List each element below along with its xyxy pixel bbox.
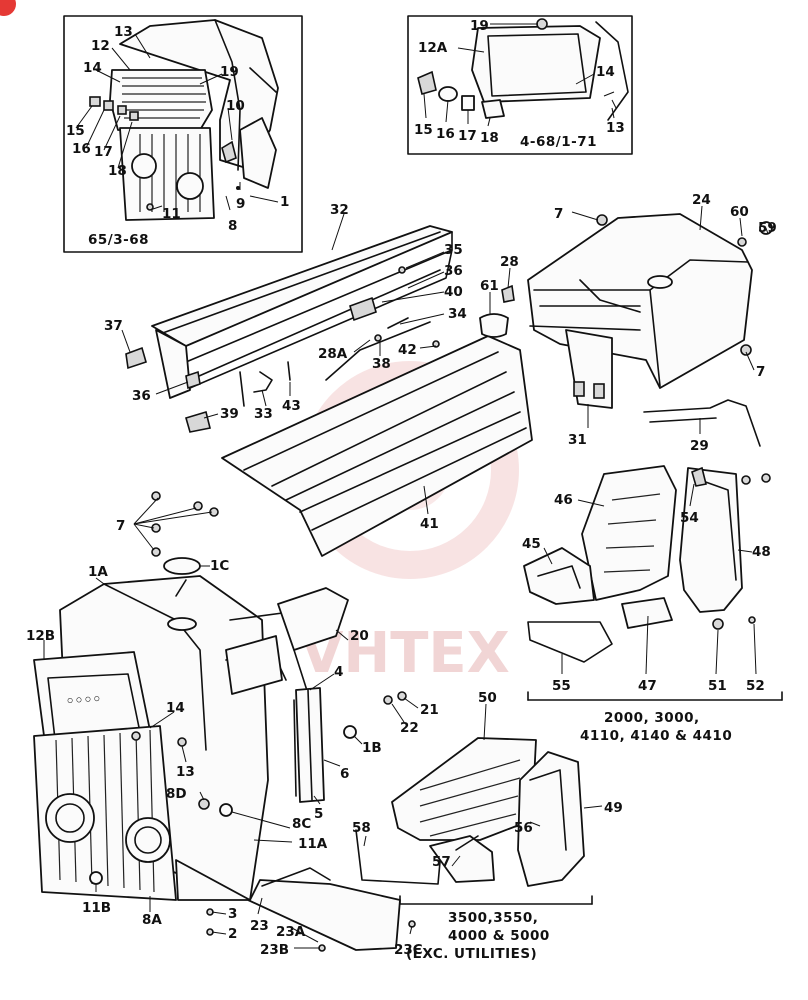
callout-14: 14 [83, 60, 102, 76]
callout-1: 1 [280, 194, 289, 210]
side-panels-3500-group: 50 58 57 56 49 3500,3550, 4000 & 5000 (E… [352, 690, 623, 962]
callout-36-left: 36 [132, 388, 151, 404]
inset-right: 19 12A 14 15 16 17 18 13 4-68/1-71 [407, 15, 633, 155]
callout-11: 11 [162, 206, 181, 222]
callout-58: 58 [352, 820, 371, 836]
callout-47: 47 [638, 678, 657, 694]
group-caption-4000: 4000 & 5000 [448, 928, 550, 944]
callout-23c: 23C [394, 942, 423, 958]
callout-19-inset: 19 [470, 18, 489, 34]
callout-14-lower: 14 [166, 700, 185, 716]
callout-46: 46 [554, 492, 573, 508]
callout-15-inset: 15 [414, 122, 433, 138]
group-caption-3500: 3500,3550, [448, 910, 538, 926]
callout-45: 45 [522, 536, 541, 552]
callout-52: 52 [746, 678, 765, 694]
callout-12b: 12B [26, 628, 55, 644]
callout-49: 49 [604, 800, 623, 816]
callout-60: 60 [730, 204, 749, 220]
callout-51: 51 [708, 678, 727, 694]
callout-17: 17 [94, 144, 113, 160]
callout-20: 20 [350, 628, 369, 644]
callout-12a: 12A [418, 40, 448, 56]
callout-28a: 28A [318, 346, 348, 362]
callout-7-tank: 7 [554, 206, 563, 222]
callout-11a: 11A [298, 836, 328, 852]
callout-1a: 1A [88, 564, 108, 580]
callout-61: 61 [480, 278, 499, 294]
side-panels-2000-group: 46 54 48 45 55 47 51 52 2000, 3000, 4110… [522, 465, 783, 744]
inset-left: 13 12 14 19 10 15 16 17 18 11 8 9 1 65/3… [63, 15, 303, 253]
callout-19: 19 [220, 64, 239, 80]
callout-22: 22 [400, 720, 419, 736]
callout-8: 8 [228, 218, 237, 234]
callout-13: 13 [114, 24, 133, 40]
callout-41: 41 [420, 516, 439, 532]
callout-31: 31 [568, 432, 587, 448]
callout-1b: 1B [362, 740, 382, 756]
callout-57: 57 [432, 854, 451, 870]
callout-39: 39 [220, 406, 239, 422]
badge-letters-icon: ◦◦◦◦ [65, 692, 102, 710]
callout-8a: 8A [142, 912, 162, 928]
inset-left-caption: 65/3-68 [88, 232, 149, 248]
callout-17-inset: 17 [458, 128, 477, 144]
callout-55: 55 [552, 678, 571, 694]
callout-5: 5 [314, 806, 323, 822]
group-caption-4110: 4110, 4140 & 4410 [580, 728, 732, 744]
callout-16: 16 [72, 141, 91, 157]
callout-35: 35 [444, 242, 463, 258]
callout-12: 12 [91, 38, 110, 54]
callout-37: 37 [104, 318, 123, 334]
fuel-tank-group: 7 24 60 59 7 31 29 61 28 [479, 192, 777, 454]
callout-42: 42 [398, 342, 417, 358]
callout-21: 21 [420, 702, 439, 718]
callout-11b: 11B [82, 900, 111, 916]
callout-14-inset: 14 [596, 64, 615, 80]
callout-18: 18 [108, 163, 127, 179]
callout-3: 3 [228, 906, 237, 922]
callout-28: 28 [500, 254, 519, 270]
callout-16-inset: 16 [436, 126, 455, 142]
callout-34: 34 [448, 306, 467, 322]
callout-15: 15 [66, 123, 85, 139]
callout-43: 43 [282, 398, 301, 414]
callout-8c: 8C [292, 816, 311, 832]
callout-32: 32 [330, 202, 349, 218]
callout-23: 23 [250, 918, 269, 934]
group-caption-2000: 2000, 3000, [604, 710, 700, 726]
callout-54: 54 [680, 510, 699, 526]
callout-7-left: 7 [116, 518, 125, 534]
callout-13-lower: 13 [176, 764, 195, 780]
callout-23a: 23A [276, 924, 306, 940]
callout-24: 24 [692, 192, 711, 208]
callout-7-right: 7 [756, 364, 765, 380]
callout-50: 50 [478, 690, 497, 706]
inset-right-caption: 4-68/1-71 [520, 134, 597, 150]
callout-6: 6 [340, 766, 349, 782]
callout-48: 48 [752, 544, 771, 560]
callout-18-inset: 18 [480, 130, 499, 146]
callout-38: 38 [372, 356, 391, 372]
callout-13-inset: 13 [606, 120, 625, 136]
group-caption-utilities: (EXC. UTILITIES) [406, 946, 537, 962]
callout-56: 56 [514, 820, 533, 836]
callout-33: 33 [254, 406, 273, 422]
hood-assembly: 32 35 36 40 34 37 28A 38 42 36 33 43 39 … [104, 202, 533, 557]
callout-9: 9 [236, 196, 245, 212]
callout-4: 4 [334, 664, 343, 680]
callout-2: 2 [228, 926, 237, 942]
corner-badge [0, 0, 16, 16]
front-grille-group: ◦◦◦◦ [26, 491, 439, 958]
callout-40: 40 [444, 284, 463, 300]
callout-10: 10 [226, 98, 245, 114]
callout-1c: 1C [210, 558, 229, 574]
callout-29: 29 [690, 438, 709, 454]
callout-8d: 8D [166, 786, 187, 802]
callout-59: 59 [758, 220, 777, 236]
callout-23b: 23B [260, 942, 289, 958]
callout-36-top: 36 [444, 263, 463, 279]
